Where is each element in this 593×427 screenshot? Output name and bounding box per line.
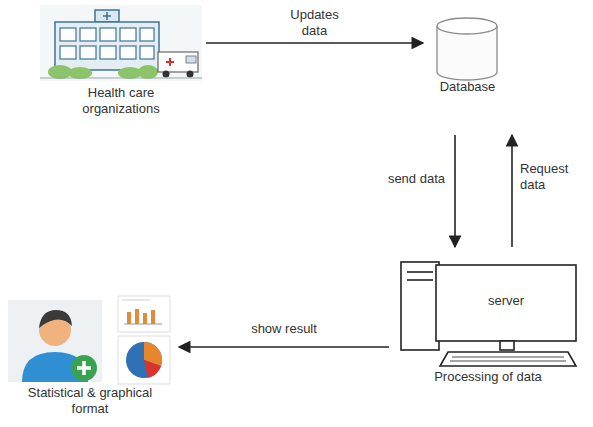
chart-thumbnails bbox=[118, 296, 170, 384]
node-label: Statistical & graphical format bbox=[23, 385, 158, 417]
user-icon bbox=[8, 300, 102, 382]
arrow-connector bbox=[179, 346, 389, 348]
database-cylinder bbox=[437, 18, 497, 80]
database-node: Database bbox=[425, 15, 510, 95]
hospital-icon bbox=[40, 5, 202, 81]
edge-label: Request data bbox=[518, 161, 586, 193]
screen-label: server bbox=[436, 293, 576, 308]
user-node: Statistical & graphical format bbox=[5, 295, 175, 417]
edge-label: show result bbox=[237, 321, 331, 337]
arrow-connector bbox=[206, 42, 423, 44]
edge-label: Updates data bbox=[278, 7, 352, 39]
node-label: Health care organizations bbox=[56, 85, 186, 117]
arrow-connector bbox=[454, 135, 456, 247]
server-node: serverProcessing of data bbox=[393, 255, 583, 385]
node-label: Database bbox=[425, 79, 510, 95]
hospital-node: Health care organizations bbox=[38, 3, 204, 117]
computer-icon bbox=[401, 262, 576, 366]
arrow-connector bbox=[511, 135, 513, 247]
node-label: Processing of data bbox=[432, 369, 544, 385]
edge-label: send data bbox=[371, 171, 447, 187]
